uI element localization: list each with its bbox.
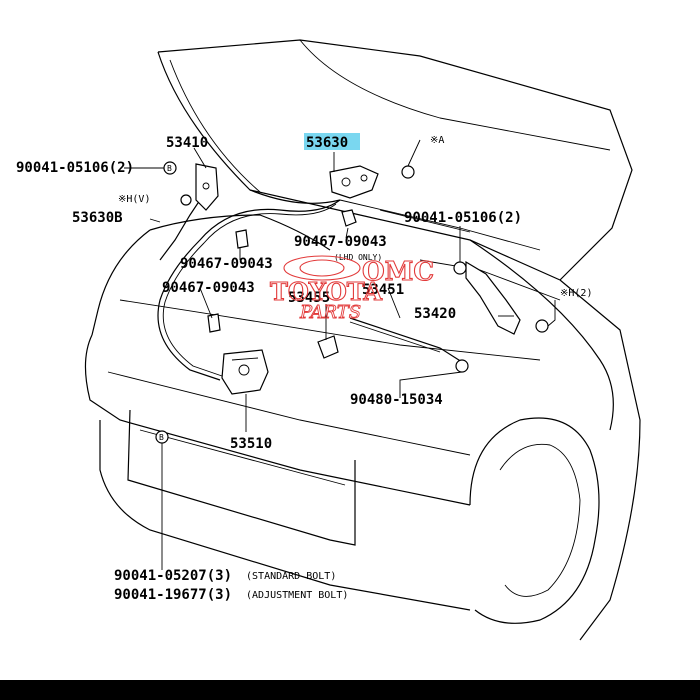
clip-90467-09043-mid [235, 229, 249, 249]
label-53420: 53420 [414, 306, 456, 322]
hood-support-53455 [317, 335, 339, 359]
label-53630: 53630 [306, 135, 348, 151]
hood-release-lever-53410 [195, 163, 219, 211]
bottom-black-bar [0, 680, 700, 700]
note-standard-bolt: (STANDARD BOLT) [246, 571, 336, 582]
marker-hv-icon [180, 194, 192, 206]
label-53410: 53410 [166, 135, 208, 151]
label-53455: 53455 [288, 290, 330, 306]
label-53510: 53510 [230, 436, 272, 452]
label-90467-09043-mid: 90467-09043 [180, 256, 273, 272]
watermark: OMC TOYOTA PARTS [269, 255, 435, 323]
note-lhd-only: (LHD ONLY) [334, 253, 382, 262]
svg-text:B: B [167, 164, 172, 173]
hood-lock-assembly-53510 [221, 349, 269, 395]
note-hv: ※H(V) [118, 194, 150, 205]
note-adjustment-bolt: (ADJUSTMENT BOLT) [246, 590, 348, 601]
svg-text:B: B [159, 433, 164, 442]
clip-90467-09043-top [341, 209, 357, 227]
label-53451: 53451 [362, 282, 404, 298]
marker-a-icon [401, 165, 415, 179]
watermark-line2: TOYOTA [270, 277, 382, 306]
cushion-90480-15034 [455, 359, 469, 373]
bolt-90041-05106-right [453, 261, 467, 275]
marker-b-icon: B [155, 430, 169, 444]
note-h2: ※H(2) [560, 288, 592, 299]
callout-labels: 53630 53410 90041-05106(2) ※H(V) 53630B … [16, 133, 592, 603]
label-90467-09043-left: 90467-09043 [162, 280, 255, 296]
label-90480-15034: 90480-15034 [350, 392, 443, 408]
marker-h-icon [535, 319, 549, 333]
hood-hinge-53420 [465, 260, 521, 335]
hood-lock-cable-bracket-53630 [329, 165, 379, 199]
part-53630-highlight [304, 133, 360, 150]
bolt-90041-05106-left: B [163, 161, 177, 175]
label-90041-05106-right: 90041-05106(2) [404, 210, 522, 226]
label-90041-19677: 90041-19677(3) [114, 587, 232, 603]
leader-lines [124, 139, 556, 570]
clip-90467-09043-left [207, 313, 221, 333]
watermark-line3: PARTS [299, 302, 361, 323]
label-90041-05106-left: 90041-05106(2) [16, 160, 134, 176]
label-90041-05207: 90041-05207(3) [114, 568, 232, 584]
hood-support-rod-53451 [349, 317, 463, 363]
note-a: ※A [430, 135, 444, 146]
label-90467-09043-top: 90467-09043 [294, 234, 387, 250]
label-53630b: 53630B [72, 210, 123, 226]
watermark-line1: OMC [362, 257, 434, 287]
car-body-outline [84, 39, 641, 641]
